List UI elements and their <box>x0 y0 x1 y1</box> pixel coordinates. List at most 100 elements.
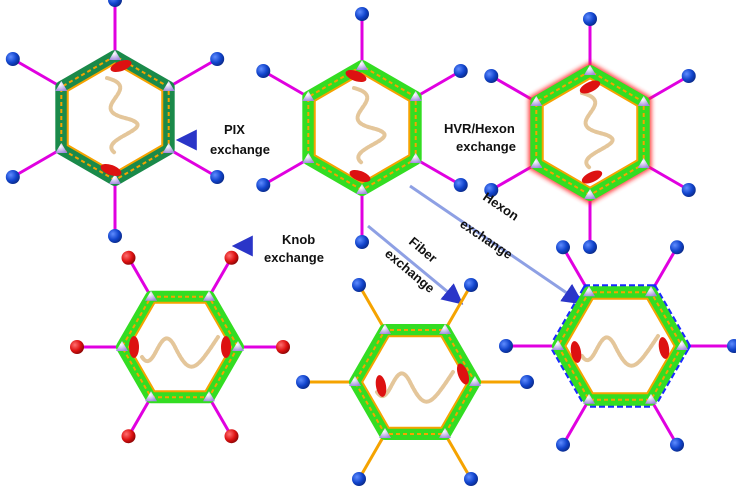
penton-vertex <box>583 393 595 404</box>
penton-vertex <box>379 427 391 438</box>
hvr-label-line1: HVR/Hexon <box>444 121 515 136</box>
knob-blue <box>484 69 499 83</box>
knob-blue <box>352 278 366 293</box>
terminal-protein <box>345 69 367 83</box>
pix-label-line2: exchange <box>210 142 270 157</box>
capsid-inner-outline <box>127 301 233 393</box>
knob-blue <box>670 437 684 452</box>
terminal-protein <box>110 59 132 73</box>
penton-vertex <box>109 50 121 60</box>
capsid-center <box>256 7 468 249</box>
capsid-inner-outline <box>361 335 469 429</box>
penton-vertex <box>349 376 361 386</box>
capsid-inner-outline <box>564 297 676 395</box>
knob-blue <box>453 178 468 192</box>
fiber-shaft <box>561 398 591 446</box>
fiber-shaft <box>357 284 387 331</box>
knob-blue <box>5 170 20 184</box>
penton-vertex <box>645 393 657 404</box>
penton-vertex <box>145 290 157 301</box>
fiber-shaft <box>443 284 473 331</box>
dna-genome <box>375 370 455 404</box>
knob-blue <box>210 52 225 66</box>
knob-blue <box>556 437 570 452</box>
knob-blue <box>355 7 369 21</box>
penton-vertex <box>55 143 68 153</box>
penton-vertex <box>109 174 121 184</box>
hvr-label-line2: exchange <box>456 139 516 154</box>
penton-vertex <box>530 96 543 106</box>
fiber-shaft <box>12 147 63 179</box>
knob-blue <box>355 235 369 249</box>
penton-vertex <box>145 391 157 402</box>
penton-vertex <box>203 290 215 301</box>
knob-blue <box>499 339 513 353</box>
fiber-shaft <box>649 398 679 446</box>
terminal-protein <box>375 375 387 397</box>
penton-vertex <box>409 153 422 163</box>
capsid-inner-outline <box>541 77 639 189</box>
knob-blue <box>484 183 499 197</box>
knob-red <box>121 429 136 444</box>
knob-red <box>224 250 239 265</box>
fiber-shaft <box>127 396 153 437</box>
terminal-protein <box>100 163 122 177</box>
fiber-shaft <box>167 57 218 89</box>
fiber-shaft <box>262 69 310 99</box>
knob-blue <box>256 178 271 192</box>
knob-red <box>224 429 239 444</box>
knob-blue <box>583 12 597 26</box>
terminal-protein <box>579 80 601 94</box>
capsid-knob <box>70 250 290 444</box>
penton-vertex <box>356 60 368 70</box>
knob-blue <box>464 471 478 486</box>
knob-red <box>121 250 136 265</box>
capsid-shell <box>55 50 175 186</box>
terminal-protein <box>349 169 371 183</box>
fiber-shaft <box>414 69 462 99</box>
fiber-shaft <box>443 433 473 480</box>
knob-red <box>276 340 290 354</box>
penton-vertex <box>645 286 657 297</box>
fiber-shaft <box>12 57 63 89</box>
penton-vertex <box>469 376 481 386</box>
terminal-protein <box>658 337 670 359</box>
capsid-hexon <box>499 240 736 452</box>
dna-genome <box>580 91 615 170</box>
fiber-shaft <box>414 157 462 187</box>
dna-genome <box>580 334 660 368</box>
knob-label-line2: exchange <box>264 250 324 265</box>
dna-genome <box>105 76 140 155</box>
hexon-label-line1: Hexon <box>480 189 521 224</box>
knob-blue <box>520 375 534 389</box>
capsid-fiber <box>296 278 534 486</box>
penton-vertex <box>584 189 596 199</box>
penton-vertex <box>162 143 175 153</box>
knob-blue <box>583 240 597 254</box>
penton-vertex <box>379 324 391 335</box>
knob-blue <box>108 0 122 7</box>
fiber-shaft <box>357 433 387 480</box>
terminal-protein <box>129 336 139 358</box>
penton-vertex <box>676 340 688 350</box>
capsid-shell <box>302 60 422 196</box>
penton-vertex <box>203 391 215 402</box>
knob-blue <box>5 52 20 66</box>
knob-blue <box>727 339 736 353</box>
terminal-protein <box>456 363 470 385</box>
fiber-shaft <box>167 147 218 179</box>
capsid-hvr <box>484 12 696 254</box>
penton-vertex <box>232 341 244 351</box>
penton-vertex <box>552 340 564 350</box>
knob-blue <box>296 375 310 389</box>
capsid-shell <box>349 324 481 440</box>
knob-blue <box>352 471 366 486</box>
knob-blue <box>108 229 122 243</box>
hexon-exchange-arrow <box>409 184 584 305</box>
hexon-label-line2: exchange <box>457 216 515 262</box>
knob-red <box>70 340 84 354</box>
fiber-shaft <box>207 257 233 298</box>
pix-label-line1: PIX <box>224 122 245 137</box>
capsid-pix <box>5 0 225 243</box>
